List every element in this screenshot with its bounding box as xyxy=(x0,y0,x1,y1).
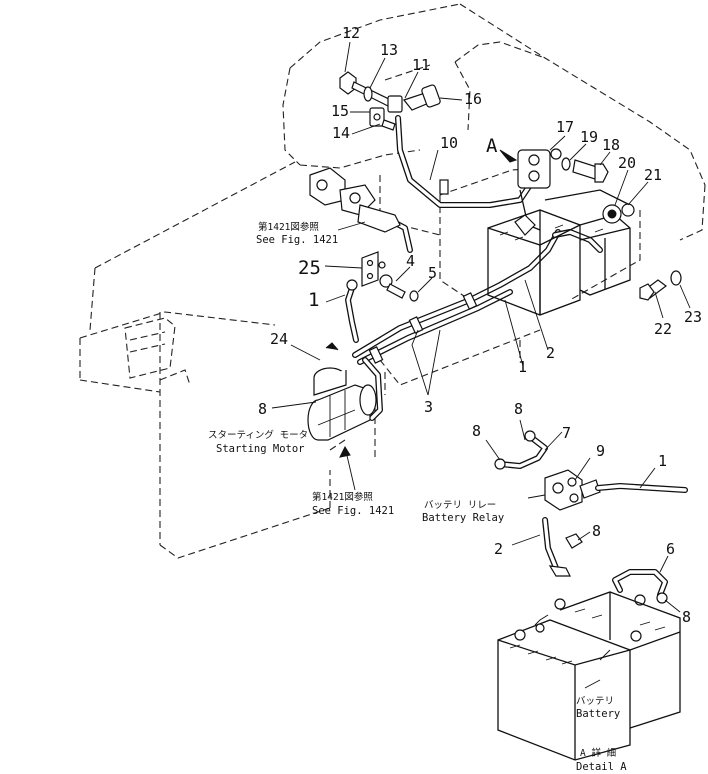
see-fig-upper-jp: 第1421図参照 xyxy=(258,221,319,233)
callout-8-detail-right: 8 xyxy=(682,608,691,626)
battery-relay-label-en: Battery Relay xyxy=(422,512,504,524)
callout-10: 10 xyxy=(440,134,458,152)
see-fig-lower-en: See Fig. 1421 xyxy=(312,505,394,517)
main-view-batteries xyxy=(487,189,631,316)
callout-15: 15 xyxy=(331,102,349,120)
annotation-notes: 第1421図参照 See Fig. 1421 スターティング モータ Start… xyxy=(208,221,627,773)
callout-1: 1 xyxy=(308,289,319,311)
callout-13: 13 xyxy=(380,41,398,59)
callout-1-detail: 1 xyxy=(658,452,667,470)
callout-8-detail-left: 8 xyxy=(472,422,481,440)
callout-12: 12 xyxy=(342,24,360,42)
callout-labels: 12 13 11 15 14 16 10 A 17 19 18 20 21 25… xyxy=(258,24,702,626)
battery-label-en: Battery xyxy=(576,708,620,720)
detail-a-batteries xyxy=(497,591,681,761)
callout-3: 3 xyxy=(424,398,433,416)
upper-bracket-assembly xyxy=(309,167,419,351)
callout-11: 11 xyxy=(412,56,430,74)
callout-17: 17 xyxy=(556,118,574,136)
callout-4: 4 xyxy=(406,252,415,270)
callout-1-harness: 1 xyxy=(518,358,527,376)
callout-view-a: A xyxy=(486,135,498,157)
callout-14: 14 xyxy=(332,124,350,142)
see-fig-lower-jp: 第1421図参照 xyxy=(312,491,373,503)
callout-25: 25 xyxy=(298,257,321,279)
starting-motor xyxy=(307,367,377,491)
battery-label-jp: バッテリ xyxy=(576,696,614,707)
starting-motor-label-jp: スターティング モータ xyxy=(208,429,308,441)
battery-relay-label-jp: バッテリ リレー xyxy=(424,500,496,511)
callout-18: 18 xyxy=(602,136,620,154)
callout-8-detail-top: 8 xyxy=(514,400,523,418)
callout-6: 6 xyxy=(666,540,675,558)
right-fittings xyxy=(561,157,682,301)
leader-lines xyxy=(271,41,691,689)
callout-2-detail: 2 xyxy=(494,540,503,558)
callout-23: 23 xyxy=(684,308,702,326)
detail-a-label-jp: A 詳 細 xyxy=(580,747,616,759)
see-fig-upper-en: See Fig. 1421 xyxy=(256,234,338,246)
callout-8-detail-mid: 8 xyxy=(592,522,601,540)
detail-a-battery-relay xyxy=(494,430,688,606)
callout-19: 19 xyxy=(580,128,598,146)
callout-7: 7 xyxy=(562,424,571,442)
callout-16: 16 xyxy=(464,90,482,108)
callout-9: 9 xyxy=(596,442,605,460)
detail-a-label-en: Detail A xyxy=(576,761,627,773)
callout-24: 24 xyxy=(270,330,288,348)
main-view-battery-relay xyxy=(499,148,562,236)
callout-8-motor: 8 xyxy=(258,400,267,418)
callout-21: 21 xyxy=(644,166,662,184)
hood-fittings xyxy=(339,71,441,131)
callout-20: 20 xyxy=(618,154,636,172)
callout-22: 22 xyxy=(654,320,672,338)
callout-5: 5 xyxy=(428,264,437,282)
callout-2-harness: 2 xyxy=(546,344,555,362)
starting-motor-label-en: Starting Motor xyxy=(216,443,305,455)
